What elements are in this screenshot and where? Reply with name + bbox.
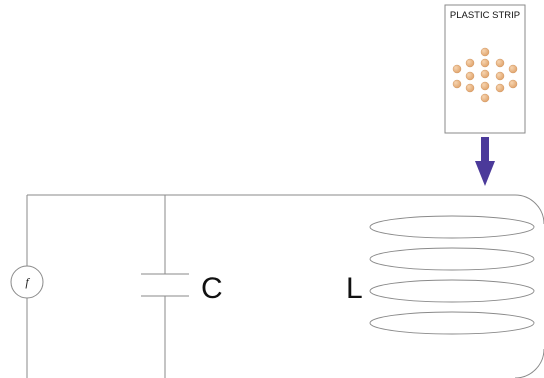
particle-dot — [495, 71, 505, 81]
particle-dot — [465, 83, 475, 93]
inductor: L — [346, 215, 535, 335]
frequency-source: f — [10, 265, 44, 299]
arrow-head — [475, 161, 495, 186]
arrow-shaft — [481, 137, 489, 163]
particle-dot — [465, 71, 475, 81]
particle-dot — [480, 69, 490, 79]
particle-dot — [452, 64, 462, 74]
frequency-source-label: f — [25, 275, 30, 289]
inductor-coil-loop — [369, 215, 535, 239]
particle-dot — [508, 79, 518, 89]
inductor-coil-loop — [369, 311, 535, 335]
top-wire — [27, 194, 544, 225]
down-arrow-icon — [475, 137, 495, 186]
particle-dot — [480, 58, 490, 68]
frequency-source-circle — [10, 265, 44, 299]
bottom-wire-return — [514, 348, 544, 378]
capacitor-label: C — [201, 272, 223, 305]
inductor-coil-loop — [369, 247, 535, 271]
plastic-strip: PLASTIC STRIP — [444, 4, 526, 134]
inductor-coil — [369, 215, 535, 335]
inductor-label: L — [346, 272, 363, 305]
inductor-coil-loop — [369, 279, 535, 303]
capacitor: C — [141, 272, 223, 305]
particle-dot — [508, 64, 518, 74]
particle-dot — [495, 58, 505, 68]
particle-dot — [480, 47, 490, 57]
particle-dot — [495, 83, 505, 93]
particle-dot — [465, 58, 475, 68]
particle-dot — [452, 79, 462, 89]
particle-grid — [452, 47, 518, 103]
plastic-strip-title: PLASTIC STRIP — [450, 10, 520, 21]
particle-dot — [480, 93, 490, 103]
particle-dot — [480, 81, 490, 91]
